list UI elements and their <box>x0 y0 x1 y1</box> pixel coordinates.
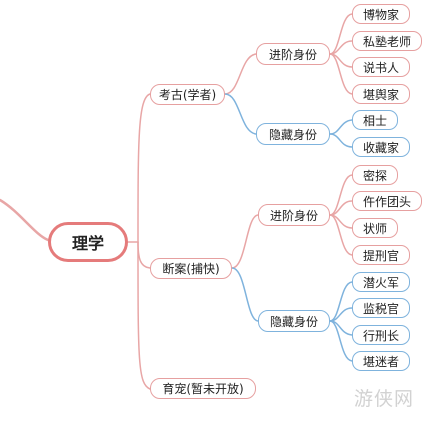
case-advanced-item[interactable]: 状师 <box>352 218 398 238</box>
arch-to-hidden <box>224 93 257 135</box>
arch-advanced-item[interactable]: 堪舆家 <box>352 84 410 104</box>
case-advanced-item[interactable]: 仵作团头 <box>352 191 422 211</box>
case-hidden-item[interactable]: 堪迷者 <box>352 351 410 371</box>
case-hidden-item[interactable]: 行刑长 <box>352 325 410 345</box>
case-to-hidden <box>231 267 259 322</box>
case-adv-item-1 <box>329 174 353 216</box>
arch-adv-item-1 <box>329 13 353 55</box>
trunk-pet <box>137 241 151 390</box>
arch-adv-item-4 <box>329 53 353 95</box>
branch-pet[interactable]: 育宠(暂未开放) <box>150 378 256 399</box>
trunk-archaeology <box>137 93 151 243</box>
trunk-case <box>137 241 151 269</box>
root-node[interactable]: 理学 <box>48 222 128 262</box>
case-advanced-item[interactable]: 提刑官 <box>352 245 410 265</box>
case-adv-item-4 <box>329 214 353 256</box>
root-incoming-line <box>0 198 50 242</box>
case-hidden-item[interactable]: 潜火军 <box>352 272 410 292</box>
arch-hid-item-2 <box>329 133 353 148</box>
watermark-text: 游侠网 <box>354 388 415 410</box>
case-hidden-node[interactable]: 隐藏身份 <box>258 310 330 332</box>
arch-hid-item-1 <box>329 119 353 135</box>
case-hidden-item[interactable]: 监税官 <box>352 298 410 318</box>
case-hid-item-4 <box>329 320 353 362</box>
arch-advanced-item[interactable]: 私塾老师 <box>352 31 422 51</box>
arch-to-advanced <box>224 53 257 95</box>
arch-hidden-item[interactable]: 相士 <box>352 110 398 130</box>
case-advanced-node[interactable]: 进阶身份 <box>258 204 330 226</box>
case-hid-item-1 <box>329 281 353 322</box>
branch-archaeology[interactable]: 考古(学者) <box>150 84 225 105</box>
case-advanced-item[interactable]: 密探 <box>352 165 398 185</box>
arch-advanced-item[interactable]: 说书人 <box>352 57 410 77</box>
arch-advanced-node[interactable]: 进阶身份 <box>256 43 330 65</box>
arch-hidden-node[interactable]: 隐藏身份 <box>256 123 330 145</box>
arch-advanced-item[interactable]: 博物家 <box>352 4 410 24</box>
branch-case[interactable]: 断案(捕快) <box>150 258 232 279</box>
arch-hidden-item[interactable]: 收藏家 <box>352 137 410 157</box>
case-to-advanced <box>231 214 259 269</box>
